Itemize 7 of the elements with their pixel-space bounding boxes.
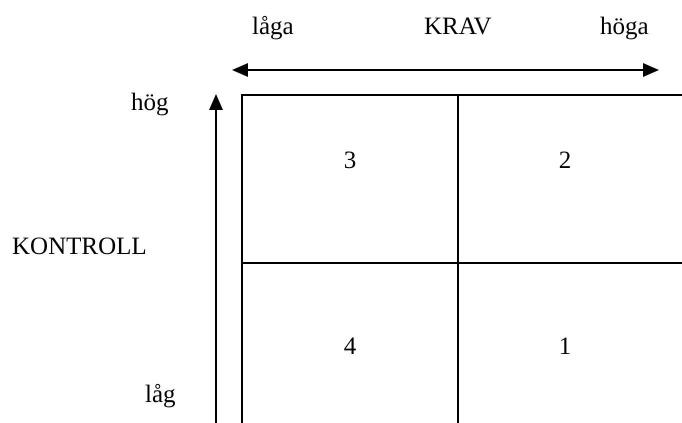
axis-title: KONTROLL: [12, 232, 147, 262]
axis-label: låg: [145, 380, 176, 410]
quadrant: 3: [241, 94, 459, 264]
axis-label: hög: [131, 88, 168, 118]
axis-label: låga: [252, 12, 294, 42]
axis-label: höga: [600, 12, 649, 42]
axis-title: KRAV: [424, 12, 492, 42]
